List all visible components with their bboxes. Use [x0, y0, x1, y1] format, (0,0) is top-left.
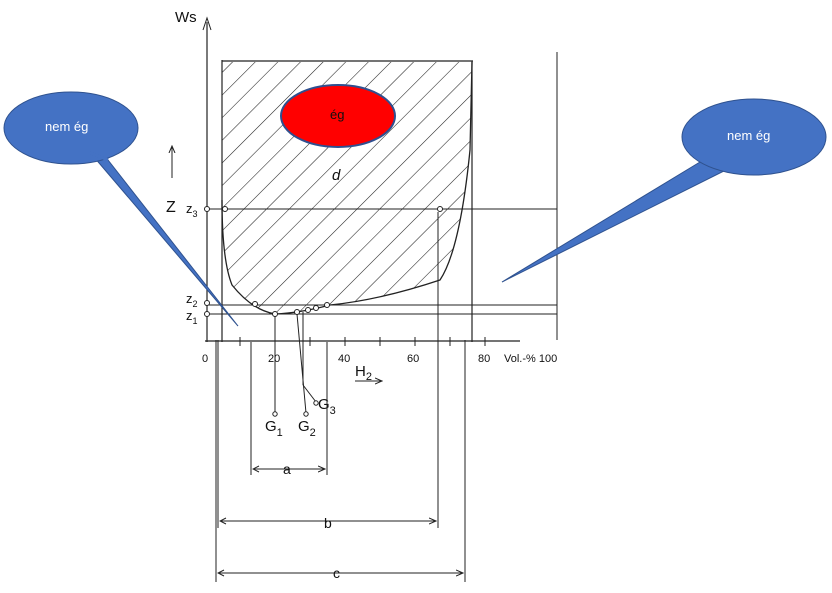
x-tick-0: 0 — [202, 353, 208, 365]
dimension-c-label: c — [333, 565, 340, 581]
flammability-boundary-curve — [221, 61, 473, 315]
y-axis-label: Ws — [175, 9, 197, 26]
callout-right-label: nem ég — [727, 128, 770, 143]
z-label: Z — [166, 199, 176, 216]
y-axis-arrow — [202, 16, 212, 31]
point-label-g3: G3 — [318, 396, 336, 417]
region-d-label: d — [332, 167, 341, 184]
x-tick-60: 60 — [407, 353, 419, 365]
point-label-g1: G1 — [265, 418, 283, 439]
point-label-g2: G2 — [298, 418, 316, 439]
x-axis-label: H2 — [355, 363, 372, 383]
level-label-z3: z3 — [186, 201, 198, 219]
callout-right — [501, 98, 827, 283]
burn-region-ellipse — [280, 84, 396, 148]
x-unit-label: Vol.-% 100 — [504, 353, 557, 365]
dimension-b-label: b — [324, 515, 332, 531]
x-tick-40: 40 — [338, 353, 350, 365]
callout-left-label: nem ég — [45, 119, 88, 134]
x-tick-80: 80 — [478, 353, 490, 365]
g-point-leaders — [272, 312, 319, 417]
dimension-extension-lines — [215, 212, 466, 582]
x-tick-20: 20 — [268, 353, 280, 365]
level-label-z2: z2 — [186, 291, 198, 309]
burn-region-label: ég — [330, 107, 344, 122]
callout-left — [3, 91, 239, 327]
level-label-z1: z1 — [186, 308, 198, 326]
dimension-a-label: a — [283, 461, 291, 477]
